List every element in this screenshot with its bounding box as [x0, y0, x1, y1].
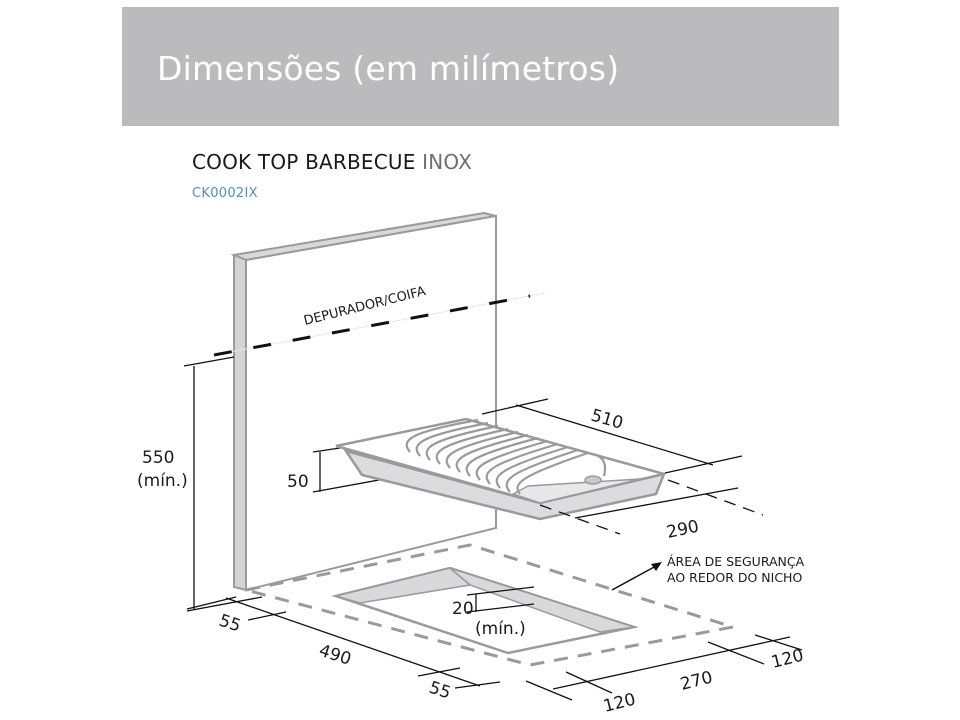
cooktop-depth-dimension [539, 479, 764, 535]
niche-width-value: 270 [678, 668, 714, 695]
wall-panel [230, 211, 497, 592]
left-margin-value: 55 [216, 611, 243, 637]
height-dimension-550 [183, 356, 237, 610]
header-band: Dimensões (em milímetros) [122, 7, 839, 126]
niche-depth-dimension [466, 586, 535, 613]
product-title: COOK TOP BARBECUE INOX [192, 150, 472, 174]
right-margin-value: 55 [426, 678, 453, 704]
cooktop [335, 417, 667, 521]
cooktop-depth-value: 290 [665, 517, 701, 543]
niche-length-value: 490 [316, 641, 353, 670]
niche-depth-value: 20 [452, 599, 474, 619]
cooktop-height-dimension [312, 447, 391, 493]
height-550-note: (mín.) [137, 471, 188, 491]
niche-depth-note: (mín.) [475, 619, 526, 639]
page-title: Dimensões (em milímetros) [157, 49, 620, 88]
cooktop-width-value: 510 [589, 406, 626, 434]
product-name: COOK TOP BARBECUE [192, 150, 416, 174]
cooktop-height-value: 50 [287, 472, 309, 492]
front-margin-value: 120 [601, 690, 637, 717]
width-dimension-chain [525, 634, 803, 701]
safety-area-label-line1: ÁREA DE SEGURANÇA [667, 554, 805, 569]
hood-line [213, 292, 546, 357]
length-dimension-chain [186, 596, 501, 689]
product-variant: INOX [422, 150, 472, 174]
safety-area-label-line2: AO REDOR DO NICHO [667, 570, 802, 585]
cooktop-width-dimension [481, 398, 743, 474]
back-margin-value: 120 [769, 646, 805, 673]
safety-arrow [611, 562, 662, 591]
height-550-value: 550 [142, 448, 174, 468]
product-code: CK0002IX [192, 186, 258, 201]
